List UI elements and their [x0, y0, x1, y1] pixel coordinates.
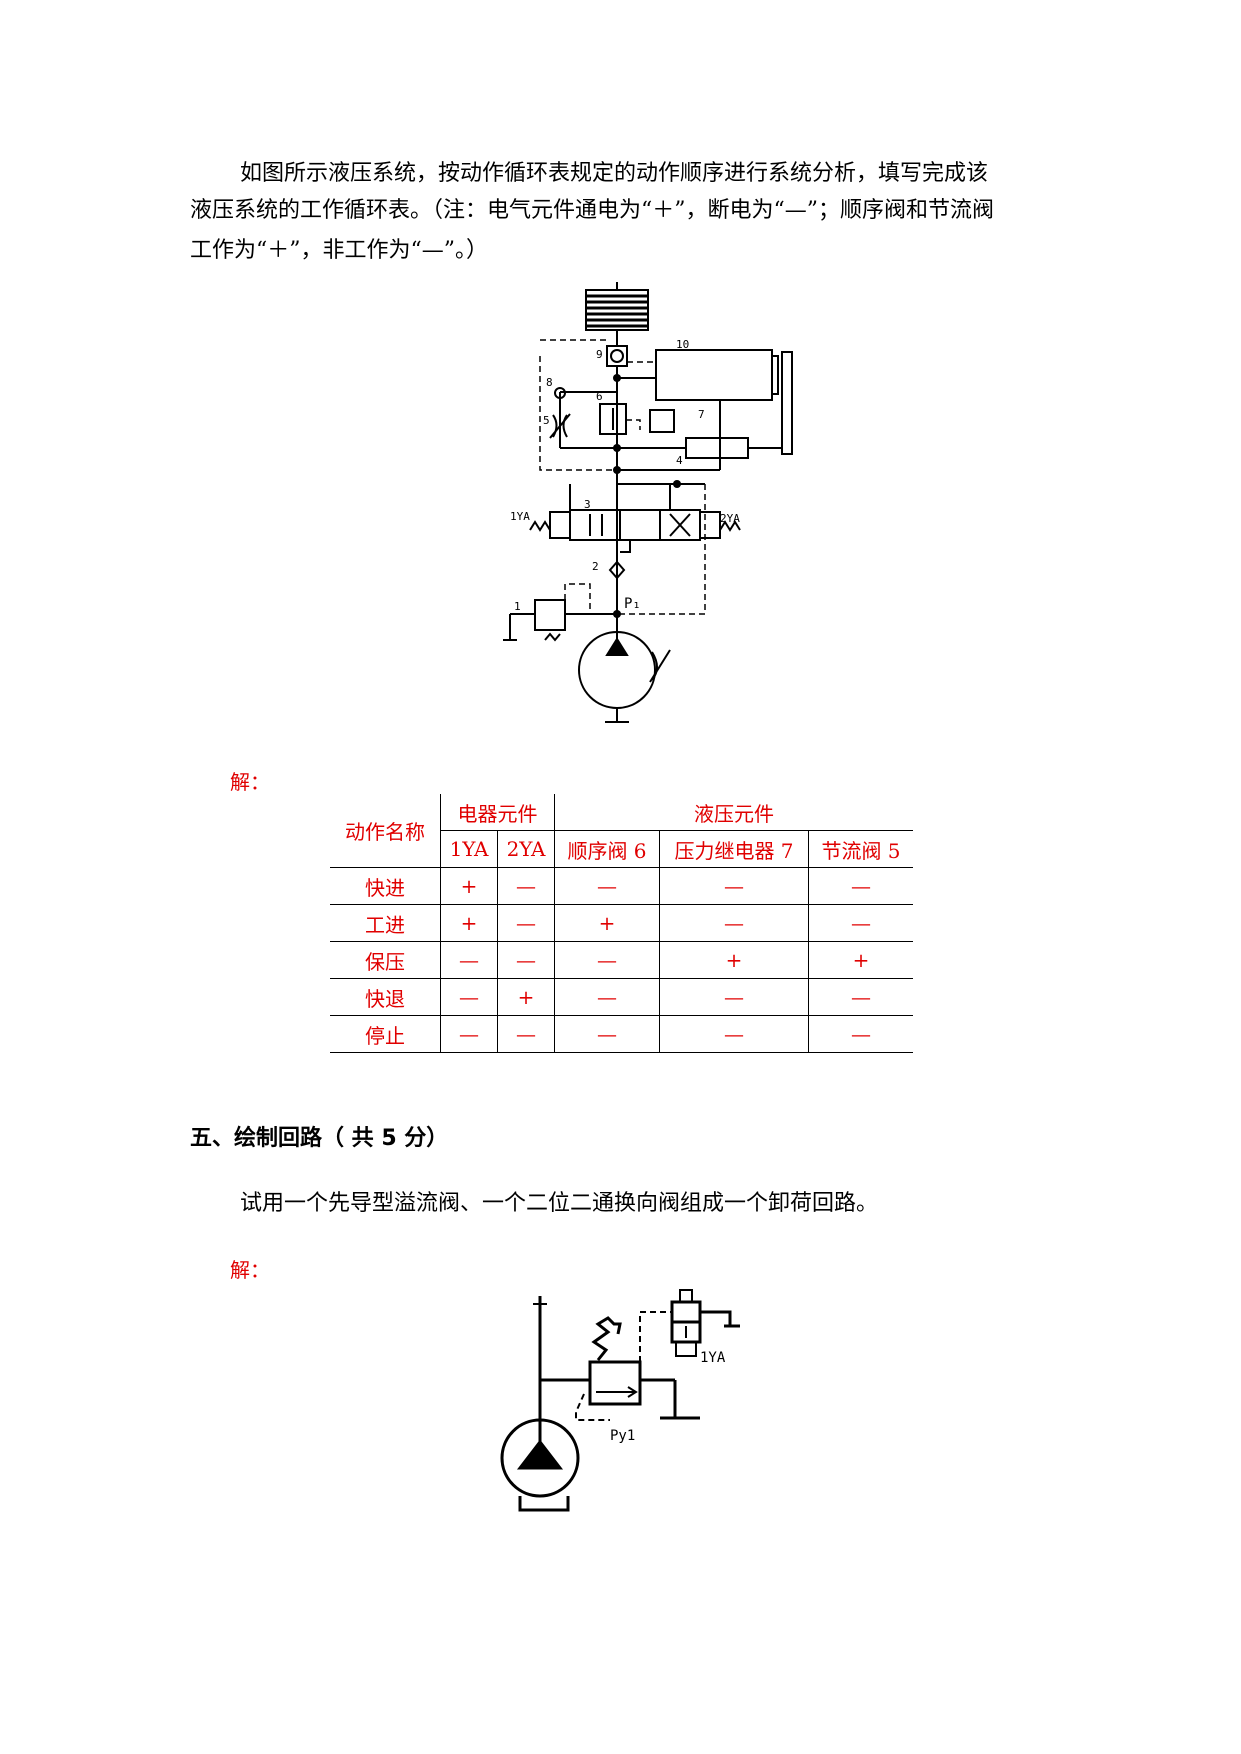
table-row: 工进 + — + — — — [330, 904, 913, 942]
label-6: 6 — [596, 390, 603, 403]
col-2ya: 2YA — [497, 830, 555, 868]
col-1ya: 1YA — [440, 830, 498, 868]
col-seq-valve: 顺序阀 6 — [554, 830, 660, 868]
label-p1: P₁ — [624, 596, 641, 612]
problem-line-3: 工作为“＋”，非工作为“—”。） — [190, 238, 488, 263]
label-3: 3 — [584, 498, 591, 511]
header-action: 动作名称 — [345, 820, 425, 844]
label-8: 8 — [546, 376, 553, 389]
label-2ya: 2YA — [720, 512, 740, 525]
label-py1: Py1 — [610, 1428, 635, 1444]
check-valve-2 — [608, 560, 626, 580]
header-hydraulic: 液压元件 — [554, 794, 913, 831]
table-row: 保压 — — — + + — [330, 941, 913, 979]
pressure-relay-7 — [649, 409, 675, 433]
label-9: 9 — [596, 348, 603, 361]
work-cycle-table: 动作名称 电器元件 液压元件 1YA 2YA 顺序阀 6 压力继电器 7 节流阀… — [330, 794, 913, 1053]
label-5: 5 — [543, 414, 550, 427]
pump — [500, 1418, 580, 1498]
col-pressure-relay: 压力继电器 7 — [659, 830, 809, 868]
table-row: 快退 — + — — — — [330, 978, 913, 1016]
table-row: 停止 — — — — — — [330, 1015, 913, 1053]
problem-line-2: 液压系统的工作循环表。（注：电气元件通电为“＋”，断电为“—”；顺序阀和节流阀 — [190, 198, 994, 223]
section-5-title: 五、绘制回路（ 共 5 分） — [190, 1126, 449, 1151]
label-4: 4 — [676, 454, 683, 467]
pilot-relief-valve — [588, 1360, 642, 1406]
problem-line-1: 如图所示液压系统，按动作循环表规定的动作顺序进行系统分析，填写完成该 — [240, 161, 989, 186]
label-1ya: 1YA — [700, 1350, 726, 1366]
label-7: 7 — [698, 408, 705, 421]
table-row: 快进 + — — — — — [330, 867, 913, 905]
col-throttle-valve: 节流阀 5 — [808, 830, 913, 868]
answer-label-2: 解： — [230, 1258, 270, 1282]
sequence-valve-6 — [599, 403, 627, 435]
label-1ya: 1YA — [510, 510, 530, 523]
answer-label-1: 解： — [230, 770, 270, 794]
header-electric: 电器元件 — [440, 794, 555, 831]
two-way-valve — [670, 1300, 702, 1324]
label-10: 10 — [676, 338, 689, 351]
section-5-question: 试用一个先导型溢流阀、一个二位二通换向阀组成一个卸荷回路。 — [240, 1191, 879, 1216]
label-2: 2 — [592, 560, 599, 573]
label-1: 1 — [514, 600, 521, 613]
